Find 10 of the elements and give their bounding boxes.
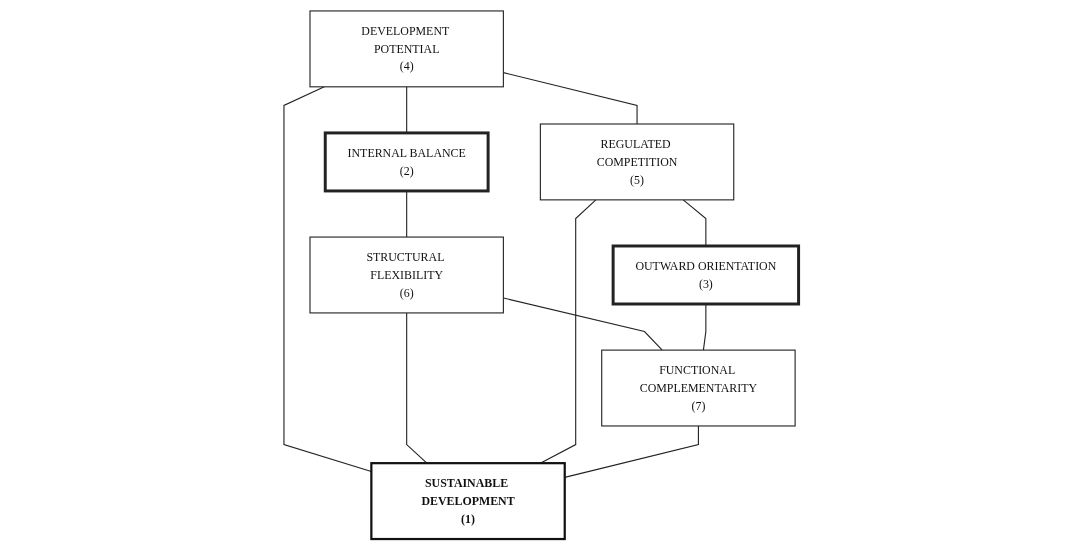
- connector: [405, 312, 428, 464]
- connector: [405, 190, 407, 238]
- node-box: OUTWARD ORIENTATION (3): [611, 244, 800, 306]
- node-box: SUSTAINABLE DEVELOPMENT (1): [369, 462, 566, 541]
- node-box: INTERNAL BALANCE (2): [323, 131, 490, 193]
- node-box: DEVELOPMENT POTENTIAL (4): [309, 10, 504, 88]
- node-box: STRUCTURAL FLEXIBILITY (6): [309, 236, 504, 314]
- node-box: FUNCTIONAL COMPLEMENTARITY (7): [600, 349, 796, 427]
- connector: [283, 86, 372, 472]
- node-box: REGULATED COMPETITION (5): [539, 123, 735, 201]
